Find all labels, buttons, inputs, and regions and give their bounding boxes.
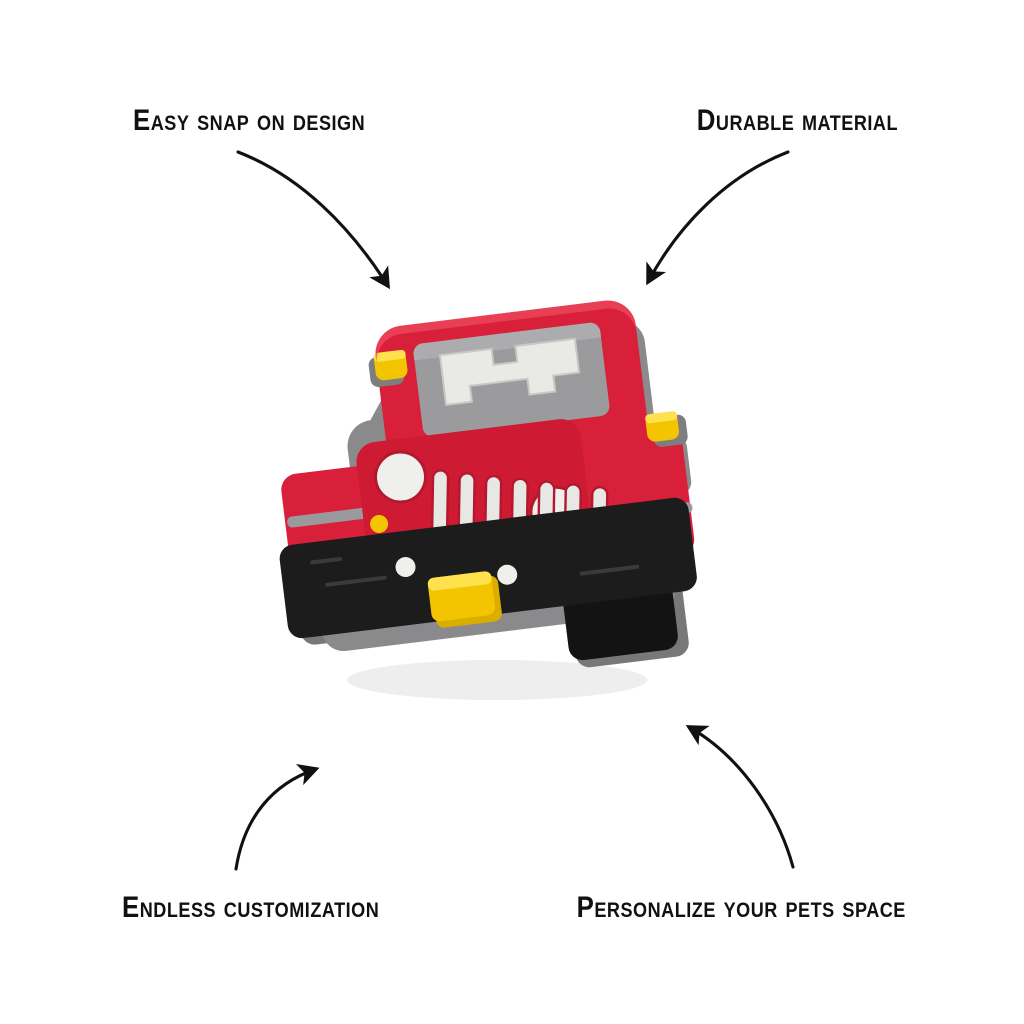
side-mirror-right (645, 411, 688, 447)
body-top-highlight (375, 300, 637, 366)
arrow-top-left (236, 150, 390, 290)
feature-label-top-right: Durable material (696, 104, 898, 137)
bumper-grooves (310, 556, 640, 587)
license-plate (427, 571, 502, 628)
front-bumper (279, 497, 697, 639)
feature-label-bottom-left: Endless customization (122, 891, 380, 924)
product-image-jeep-charm (279, 300, 697, 700)
windshield-frame-highlight (413, 322, 602, 361)
headlight-left (374, 450, 428, 504)
feature-label-bottom-right: Personalize your pets space (576, 891, 906, 924)
product-shadow (347, 660, 647, 700)
charm-body-group (279, 300, 697, 668)
fender-trim-left (287, 507, 371, 528)
side-mirror-left (368, 349, 408, 387)
windshield-glass (438, 337, 581, 407)
turn-signal-left (370, 514, 389, 533)
fog-light-left (395, 557, 416, 578)
arrow-bottom-left (234, 764, 320, 871)
feature-label-top-left: Easy snap on design (133, 104, 366, 137)
fog-light-right (497, 564, 518, 585)
arrow-bottom-right (685, 725, 795, 869)
arrow-top-right (646, 150, 790, 286)
